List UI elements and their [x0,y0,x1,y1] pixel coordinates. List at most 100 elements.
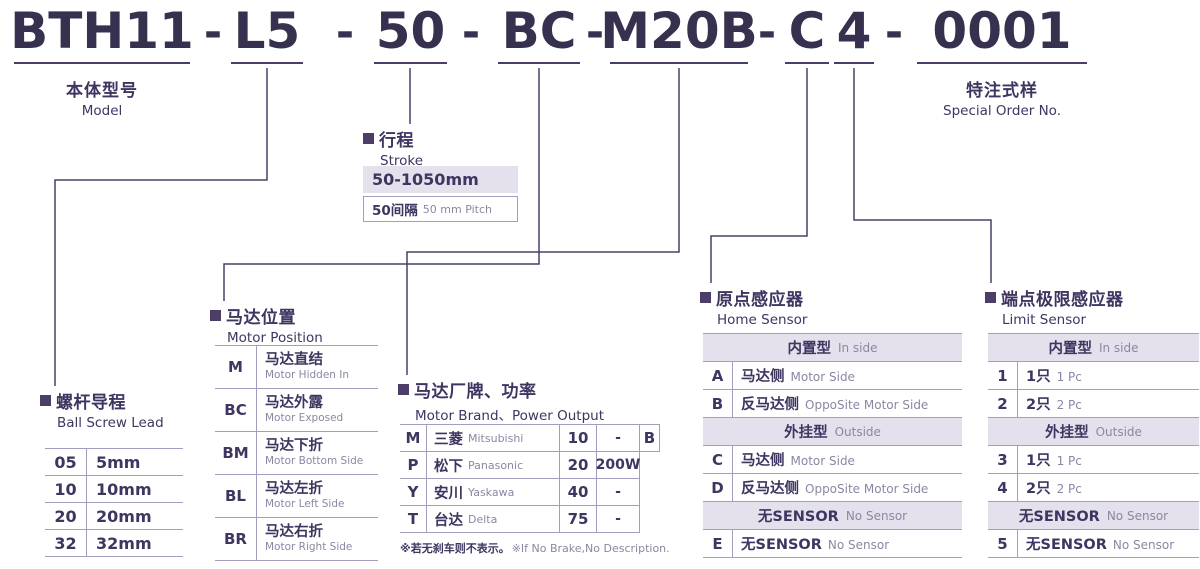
desc-zh: 马达左折 [265,481,323,497]
brand-name: 安川 Yaskawa [427,479,560,505]
brake-code: B [640,425,660,451]
separator-hyphen: - [585,6,605,58]
motor-brand-table: M 三菱 Mitsubishi 10 - B P 松下 Panasonic 20… [400,424,660,533]
section-stroke-title-zh: 行程 [363,126,423,151]
brand-code: P [400,452,427,478]
section-ball-screw-lead-title: 螺杆导程 Ball Screw Lead [40,388,164,431]
brand-zh: 安川 [434,485,463,502]
table-row: P 松下 Panasonic 20 200W [400,452,640,479]
stroke-pitch-zh: 50间隔 [372,203,418,219]
group-zh: 内置型 [1048,341,1092,357]
desc-zh: 1只 [1026,369,1051,385]
desc-zh: 反马达侧 [741,481,799,497]
brand-en: Panasonic [468,458,524,472]
model-segment-special-order: 0001 [917,0,1087,64]
brand-zh: 台达 [434,512,463,529]
brand-name: 台达 Delta [427,506,560,532]
motor-position-desc: 马达外露 Motor Exposed [257,395,343,425]
motor-brand-title-en: Motor Brand、Power Output [415,408,605,424]
motor-position-desc: 马达直结 Motor Hidden In [257,352,349,382]
table-row-header: 外挂型 Outside [703,418,962,446]
section-stroke-title-en: Stroke [380,153,424,169]
stroke-title-zh-text: 行程 [379,131,414,151]
motor-position-desc: 马达左折 Motor Left Side [257,481,344,511]
table-row: M 马达直结 Motor Hidden In [215,346,378,389]
table-row: 05 5mm [45,449,183,476]
table-row: 20 20mm [45,503,183,530]
table-row: M 三菱 Mitsubishi 10 - B [400,425,660,452]
desc-zh: 2只 [1026,397,1051,413]
desc-en: Motor Right Side [265,541,353,554]
group-en: Outside [834,424,881,439]
section-motor-brand-title: 马达厂牌、功率 Motor Brand、Power Output [398,377,604,424]
desc-en: Motor Side [790,454,855,468]
table-row: 1 1只 1 Pc [988,362,1199,390]
sensor-code: 5 [988,530,1018,557]
ball-screw-lead-title-zh-text: 螺杆导程 [56,393,126,413]
ball-screw-lead-title-zh: 螺杆导程 [40,388,164,413]
table-row: 32 32mm [45,530,183,557]
table-row-header: 无SENSOR No Sensor [988,502,1199,530]
connector-line-home-sensor [710,68,808,283]
brand-name: 松下 Panasonic [427,452,560,478]
ball-screw-lead-table: 05 5mm 10 10mm 20 20mm 32 32mm [45,448,183,557]
model-segment-stroke: 50 [374,0,447,64]
desc-en: Motor Hidden In [265,369,350,382]
group-zh: 内置型 [787,341,831,357]
sensor-desc: 马达侧 Motor Side [733,449,855,470]
desc-zh: 1只 [1026,453,1051,469]
table-row-header: 内置型 In side [703,334,962,362]
motor-position-code: M [215,346,257,388]
motor-brand-title-zh-text: 马达厂牌、功率 [414,382,537,402]
model-segment-lead: L5 [231,0,303,64]
lead-value: 32mm [96,533,152,553]
table-row: A 马达侧 Motor Side [703,362,962,390]
sensor-desc: 2只 2 Pc [1018,393,1082,414]
desc-en: No Sensor [827,538,890,552]
desc-zh: 无SENSOR [1026,537,1107,553]
model-segment-home-sensor: C [785,0,829,64]
separator-hyphen: - [884,6,904,58]
desc-zh: 马达直结 [265,352,323,368]
table-row-header: 外挂型 Outside [988,418,1199,446]
sensor-desc: 反马达侧 OppoSite Motor Side [733,393,928,414]
desc-en: 1 Pc [1056,454,1082,468]
brand-en: Yaskawa [468,485,515,499]
power-value: - [597,479,640,505]
section-limit-sensor-title: 端点极限感应器 Limit Sensor [985,285,1124,328]
sensor-code: 1 [988,362,1018,389]
motor-position-title-zh: 马达位置 [210,303,323,328]
table-row: 2 2只 2 Pc [988,390,1199,418]
sensor-code: E [703,530,733,557]
section-bullet-icon [985,292,996,303]
model-segment-limit-sensor: 4 [834,0,874,64]
desc-zh: 马达右折 [265,524,323,540]
lead-code: 32 [45,530,87,556]
special-order-label: 特注式样 Special Order No. [900,76,1104,119]
section-motor-position-title: 马达位置 Motor Position [210,303,323,346]
section-bullet-icon [398,384,409,395]
sensor-code: 2 [988,390,1018,417]
table-row: C 马达侧 Motor Side [703,446,962,474]
motor-position-code: BR [215,518,257,560]
model-label: 本体型号 Model [14,76,190,119]
motor-position-code: BM [215,432,257,474]
table-row: BM 马达下折 Motor Bottom Side [215,432,378,475]
separator-hyphen: - [461,6,481,58]
limit-sensor-title-en: Limit Sensor [1002,312,1087,328]
model-label-en: Model [81,103,123,119]
table-row: 4 2只 2 Pc [988,474,1199,502]
desc-en: Motor Exposed [265,412,344,425]
desc-zh: 马达外露 [265,395,323,411]
desc-en: OppoSite Motor Side [805,482,929,496]
motor-position-title-en: Motor Position [227,330,323,346]
home-sensor-title-zh: 原点感应器 [700,285,807,310]
section-bullet-icon [700,292,711,303]
group-en: No Sensor [1106,508,1169,523]
table-row: 3 1只 1 Pc [988,446,1199,474]
desc-zh: 2只 [1026,481,1051,497]
table-row: BL 马达左折 Motor Left Side [215,475,378,518]
sensor-code: 4 [988,474,1018,501]
desc-en: OppoSite Motor Side [805,398,929,412]
motor-brand-title-zh: 马达厂牌、功率 [398,377,604,402]
